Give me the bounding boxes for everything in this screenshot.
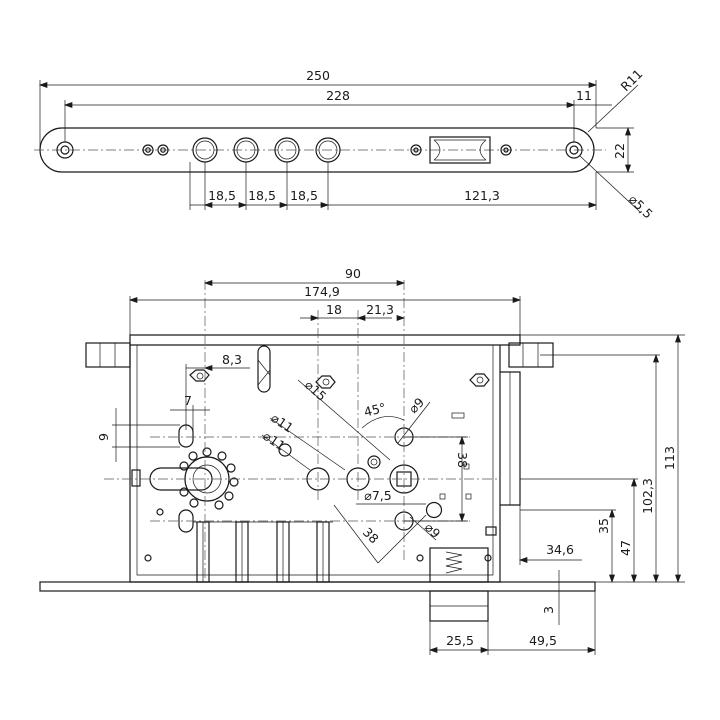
- dim-bolt-3: 3: [541, 606, 556, 614]
- dim-8-3: 8,3: [222, 352, 242, 367]
- dim-18: 18: [326, 302, 342, 317]
- dim-38-vertical: 38: [455, 452, 470, 468]
- dim-pitch-1: 18,5: [208, 188, 236, 203]
- hex-screws: [189, 369, 490, 389]
- follower-holes: [144, 412, 497, 562]
- plate-small-holes: [142, 144, 169, 156]
- dim-7: 7: [184, 393, 192, 408]
- cylinder-gear: [179, 447, 239, 510]
- dim-edge-offset: 11: [576, 88, 592, 103]
- dim-dia-7-5: ⌀7,5: [364, 488, 391, 503]
- dim-end-radius: R11: [618, 66, 646, 94]
- front-plate-view: 250 228 11 R11 22 ⌀5,5 18,5 18,5 18,5: [34, 66, 656, 222]
- dim-height-35: 35: [596, 518, 611, 534]
- dim-depth: 174,9: [304, 284, 340, 299]
- lock-base-plate: [39, 581, 596, 592]
- dim-hole-span: 228: [326, 88, 350, 103]
- dim-bolt-25-5: 25,5: [446, 633, 474, 648]
- dim-height-113: 113: [662, 446, 677, 470]
- plate-latch-cutout: [410, 136, 512, 164]
- dim-hole-diameter: ⌀5,5: [626, 192, 656, 222]
- dim-pitch-3: 18,5: [290, 188, 318, 203]
- dim-dia-9-top: ⌀9: [406, 395, 428, 417]
- front-plate-outline: [39, 127, 595, 173]
- dim-9-left: 9: [96, 433, 111, 441]
- dim-height-47: 47: [618, 540, 633, 556]
- dim-bolt-49-5: 49,5: [529, 633, 557, 648]
- dim-21-3: 21,3: [366, 302, 394, 317]
- dim-width-34-6: 34,6: [546, 542, 574, 557]
- dim-pitch-2: 18,5: [248, 188, 276, 203]
- latch-bolt: [429, 547, 489, 622]
- top-slot: [257, 345, 271, 393]
- lock-bolts: [193, 521, 333, 583]
- lock-case-outline: [129, 334, 521, 346]
- dim-height-102-3: 102,3: [640, 478, 655, 514]
- lock-body-view: 90 174,9 18 21,3 8,3 7 9 ⌀11 ⌀11 ⌀15: [39, 266, 685, 655]
- dim-dia-9-bottom: ⌀9: [422, 520, 444, 542]
- dim-angle-45: 45°: [362, 400, 387, 420]
- dim-dia-15: ⌀15: [302, 377, 329, 404]
- dim-to-end-hole: 121,3: [464, 188, 500, 203]
- dim-backset: 90: [345, 266, 361, 281]
- dim-plate-width: 22: [612, 143, 627, 159]
- dim-overall-length: 250: [306, 68, 330, 83]
- left-mounting-tab: [85, 342, 131, 368]
